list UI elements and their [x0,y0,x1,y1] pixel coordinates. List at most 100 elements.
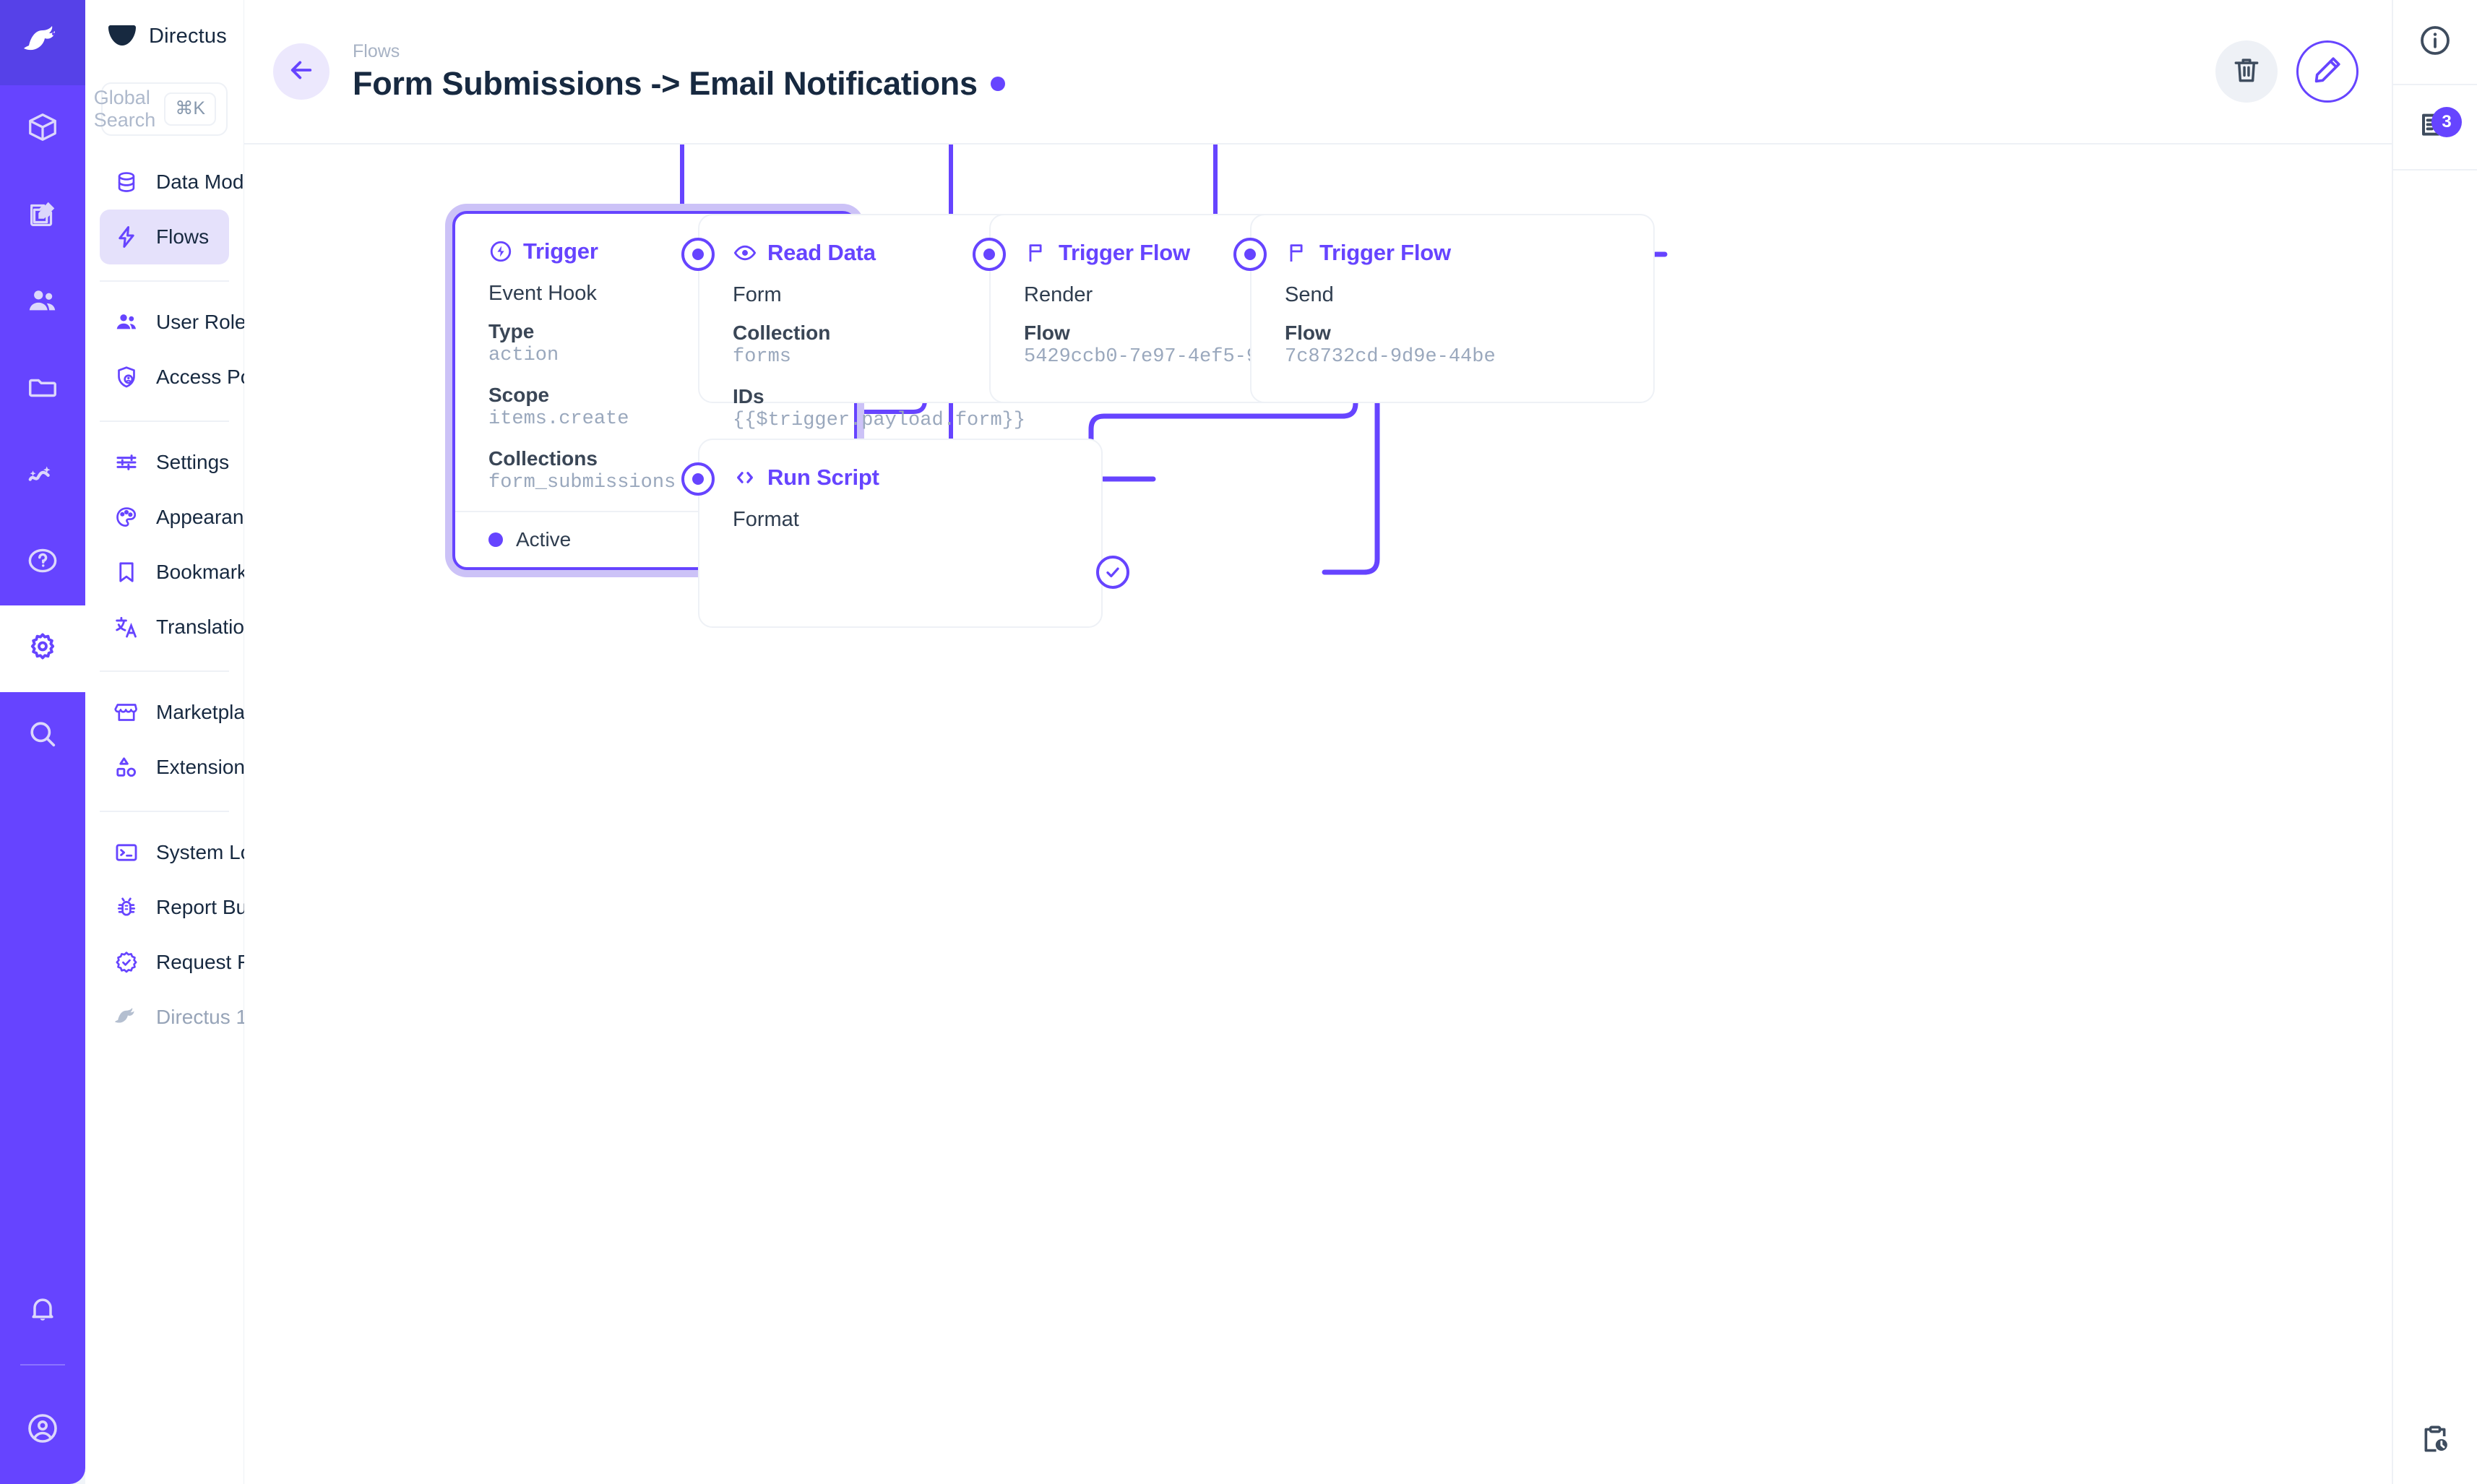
sidebar-item-label: Report Bug [156,896,259,918]
field-value: {{$trigger.payload.form}} [733,410,1026,431]
right-sidebar: 3 [2392,0,2477,1484]
sidebar-item-system-logs[interactable]: System Logs [100,825,273,880]
rail-item-editor[interactable] [0,172,85,259]
info-panel-button[interactable] [2392,0,2477,85]
sidebar-item-label: Bookmarks [156,561,258,583]
rail-item-content[interactable] [0,85,85,172]
sidebar-item-label: Settings [156,451,230,473]
box-icon [26,111,59,147]
field-key: Type [488,320,535,342]
port-trigger-flow-send-input[interactable] [1233,238,1267,271]
brand-header[interactable]: Directus [85,0,244,72]
field-key: Scope [488,384,550,406]
flow-runs-button[interactable] [2392,1399,2477,1484]
port-trigger-flow-render-input[interactable] [973,238,1006,271]
node-operation-name: Event Hook [488,282,597,305]
delete-flow-button[interactable] [2215,40,2278,103]
field-value: forms [733,346,792,368]
back-button[interactable] [273,43,329,100]
nav-group-3: Settings Appearance Bookmarks [85,422,265,655]
node-body: Send Flow 7c8732cd-9d9e-44be [1252,266,1653,368]
sidebar-item-request-feature[interactable]: Request Feature [100,935,307,990]
sidebar-item-flows[interactable]: Flows [100,210,229,264]
sidebar-item-report-bug[interactable]: Report Bug [100,880,259,935]
sidebar-item-data-model[interactable]: Data Model [100,155,259,210]
field-key: Flow [1024,322,1070,344]
flow-canvas[interactable]: Trigger Event Hook Type action Scope ite… [244,144,2392,1484]
sidebar-divider [100,420,229,422]
nav-group-4: Marketplace Beta Extensions [85,672,334,795]
sidebar-item-bookmarks[interactable]: Bookmarks [100,545,257,600]
node-operation-name: Render [1024,283,1093,306]
rail-item-users[interactable] [0,259,85,345]
right-rail-spacer [2392,171,2477,1399]
rail-item-files[interactable] [0,345,85,432]
sidebar-item-translations[interactable]: Translations [100,600,265,655]
port-run-script-input[interactable] [681,462,715,496]
edit-flow-button[interactable] [2296,40,2358,103]
node-body: Form Collection forms IDs {{$trigger.pay… [699,266,1101,431]
sidebar-divider [100,670,229,672]
arrow-left-icon [286,55,316,89]
rail-item-notifications[interactable] [0,1267,85,1354]
node-header: Read Data [699,215,1101,266]
search-icon [26,717,59,754]
flow-node-trigger-flow-send[interactable]: Trigger Flow Send Flow 7c8732cd-9d9e-44b… [1250,214,1655,403]
field-value: items.create [488,408,629,430]
brand-name: Directus [149,24,227,48]
code-brackets-icon [733,465,757,490]
gear-icon [26,631,59,668]
shapes-icon [113,754,140,781]
node-header: Trigger Flow [1252,215,1653,266]
help-circle-icon [26,544,59,581]
directus-logo-button[interactable] [0,0,85,85]
rail-item-search[interactable] [0,692,85,779]
field-value: action [488,345,559,366]
node-header-label: Trigger [523,238,598,264]
rail-item-insights[interactable] [0,432,85,519]
sidebar-item-settings[interactable]: Settings [100,435,229,490]
field-key: IDs [733,385,764,407]
node-operation-name: Form [733,283,782,306]
port-read-data-input[interactable] [681,238,715,271]
page-header: Flows Form Submissions -> Email Notifica… [244,0,2392,144]
folder-icon [26,371,59,407]
page-title: Form Submissions -> Email Notifications [353,64,978,102]
sidebar-item-extensions[interactable]: Extensions [100,740,255,795]
directus-rabbit-icon [113,1004,140,1031]
sidebar-item-label: Data Model [156,171,260,193]
revisions-panel-button[interactable]: 3 [2392,85,2477,171]
sidebar-item-appearance[interactable]: Appearance [100,490,265,545]
bug-icon [113,894,140,921]
sidebar-item-user-roles[interactable]: User Roles [100,295,256,350]
rail-item-account[interactable] [0,1376,85,1484]
node-header: Run Script [699,440,1101,491]
store-icon [113,699,140,726]
palette-icon [113,504,140,531]
shield-user-icon [113,363,140,391]
revisions-count-badge: 3 [2431,107,2462,137]
port-run-script-success[interactable] [1096,556,1129,589]
page-title-block: Flows Form Submissions -> Email Notifica… [353,41,1005,103]
node-body: Format [699,491,1101,532]
rail-item-settings[interactable] [0,605,85,692]
breadcrumb[interactable]: Flows [353,40,400,61]
field-key: Collections [488,447,598,470]
search-input[interactable]: Global Search ⌘K [94,82,228,136]
port-dot [692,249,704,260]
sidebar-item-marketplace[interactable]: Marketplace Beta [100,685,334,740]
rail-divider [20,1364,65,1366]
settings-sidebar: Directus Global Search ⌘K Data Model [85,0,334,1484]
directus-rabbit-icon [22,25,64,60]
sidebar-item-label: User Roles [156,311,257,333]
sidebar-item-label: Extensions [156,756,255,778]
rail-item-help[interactable] [0,519,85,605]
module-rail [0,0,85,1484]
node-operation-name: Format [733,508,799,531]
port-dot [1244,249,1256,260]
terminal-icon [113,839,140,866]
main-area: Flows Form Submissions -> Email Notifica… [244,0,2392,1484]
sidebar-item-access-policies[interactable]: Access Policies [100,350,297,405]
search-shortcut-kbd: ⌘K [164,92,216,126]
flow-node-run-script[interactable]: Run Script Format [698,439,1103,628]
